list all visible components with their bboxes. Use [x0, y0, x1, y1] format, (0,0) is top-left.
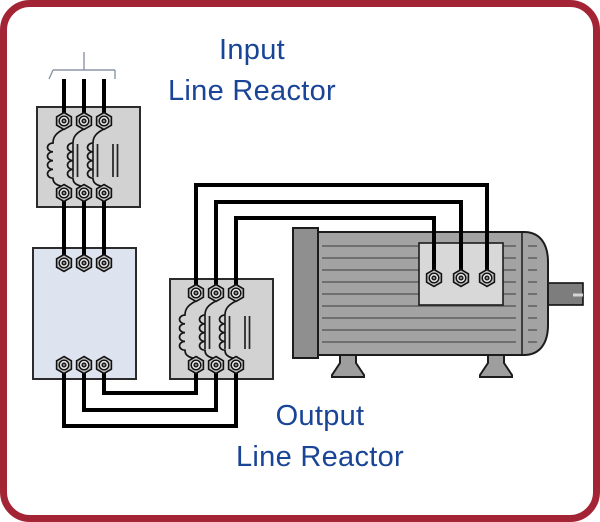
terminal-nut-icon [95, 253, 113, 273]
terminal-nut-icon [227, 355, 245, 375]
vfd-to-output-reactor-wire-2 [82, 364, 218, 412]
terminal-nut-icon [187, 355, 205, 375]
reactor-to-motor-wire-1 [194, 183, 489, 294]
terminal-nut-icon [95, 183, 113, 203]
vfd-to-output-reactor-wire-1 [102, 364, 198, 395]
input-label-line2: Line Reactor [167, 75, 337, 107]
motor-end-cap [292, 227, 319, 359]
terminal-nut-icon [478, 268, 496, 288]
reactor-to-motor-wire-3 [234, 216, 436, 294]
output-line-reactor-label: Output Line Reactor [192, 396, 448, 478]
terminal-nut-icon [55, 183, 73, 203]
terminal-nut-icon [95, 355, 113, 375]
output-label-line2: Line Reactor [235, 441, 405, 473]
terminal-nut-icon [207, 283, 225, 303]
terminal-nut-icon [227, 283, 245, 303]
terminal-nut-icon [75, 111, 93, 131]
terminal-nut-icon [75, 183, 93, 203]
output-label-line1: Output [275, 400, 365, 432]
motor [292, 227, 584, 378]
terminal-nut-icon [55, 355, 73, 375]
terminal-nut-icon [425, 268, 443, 288]
motor-foot-left [331, 354, 365, 378]
terminal-nut-icon [75, 253, 93, 273]
three-phase-supply-bracket-icon [48, 52, 116, 80]
motor-foot-right [479, 354, 513, 378]
terminal-nut-icon [95, 111, 113, 131]
terminal-nut-icon [452, 268, 470, 288]
terminal-nut-icon [55, 253, 73, 273]
vfd-to-output-reactor-wire-3 [62, 364, 238, 428]
input-line-reactor-label: Input Line Reactor [124, 30, 380, 112]
terminal-nut-icon [187, 283, 205, 303]
terminal-nut-icon [207, 355, 225, 375]
terminal-nut-icon [75, 355, 93, 375]
reactor-to-motor-wire-2 [214, 200, 463, 294]
terminal-nut-icon [55, 111, 73, 131]
input-label-line1: Input [219, 34, 285, 66]
